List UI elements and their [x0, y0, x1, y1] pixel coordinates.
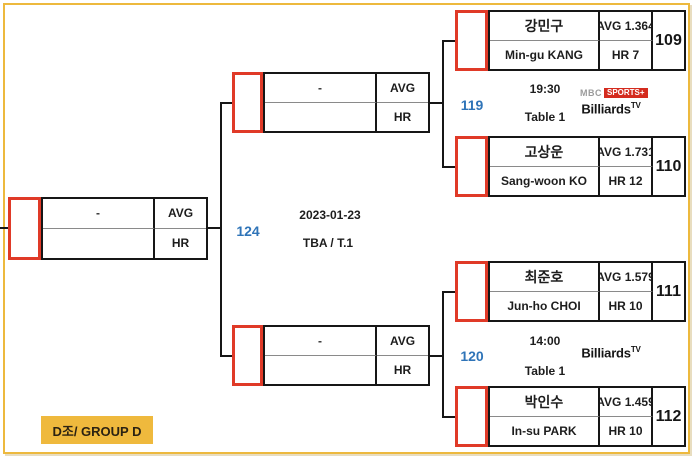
- player-avg: AVG 1.364: [600, 12, 653, 41]
- match-119-slot-bottom: [265, 102, 377, 131]
- match-119-table: Table 1: [524, 110, 566, 124]
- player-avg: AVG 1.579: [600, 263, 653, 292]
- connector-line: [221, 355, 232, 357]
- player-box-112: 박인수 AVG 1.459 In-su PARK HR 10 112: [488, 386, 686, 447]
- player-seed: 111: [656, 282, 681, 300]
- player-avg: AVG 1.459: [600, 388, 653, 417]
- billiards-tv-logo: BilliardsTV: [576, 345, 646, 360]
- player-box-110: 고상운 AVG 1.731 Sang-woon KO HR 12 110: [488, 136, 686, 197]
- player-hr: HR 10: [600, 416, 653, 445]
- match-119-slot-top: -: [265, 74, 377, 103]
- connector-line: [430, 102, 443, 104]
- player-name-ko: 박인수: [490, 388, 600, 417]
- match-119-hr-label: HR: [393, 109, 412, 124]
- final-hr-label: HR: [171, 236, 190, 251]
- player-110-slot: [455, 136, 488, 197]
- final-match-box: - AVG HR: [41, 197, 208, 260]
- player-hr: HR 12: [600, 166, 653, 195]
- connector-line: [443, 291, 456, 293]
- connector-line: [442, 291, 444, 418]
- connector-line: [220, 102, 222, 357]
- player-box-109: 강민구 AVG 1.364 Min-gu KANG HR 7 109: [488, 10, 686, 71]
- connector-line: [442, 40, 444, 168]
- billiards-tv-logo: BilliardsTV: [576, 101, 646, 116]
- final-match-number: 124: [236, 223, 260, 239]
- player-name-en: Min-gu KANG: [490, 40, 600, 69]
- mbc-logo-badge: SPORTS+: [604, 88, 648, 98]
- connector-line: [0, 227, 9, 229]
- match-120-slot-top: -: [265, 327, 377, 356]
- player-seed: 112: [655, 407, 682, 425]
- connector-line: [443, 416, 456, 418]
- player-name-en: Sang-woon KO: [490, 166, 600, 195]
- match-120-table: Table 1: [524, 364, 566, 378]
- match-120-number: 120: [460, 348, 484, 364]
- final-slot-bottom: [43, 228, 155, 258]
- player-hr: HR 10: [600, 291, 653, 320]
- connector-line: [443, 40, 456, 42]
- billiards-logo-sup: TV: [630, 345, 641, 354]
- player-seed: 110: [655, 157, 682, 175]
- match-119-time: 19:30: [529, 82, 561, 96]
- match-120-slot-bottom: [265, 355, 377, 384]
- final-slot-top: -: [43, 199, 155, 229]
- mbc-logo-text: MBC: [580, 88, 602, 98]
- match-119-box: - AVG HR: [263, 72, 430, 133]
- connector-line: [221, 102, 232, 104]
- billiards-logo-text: Billiards: [581, 345, 631, 361]
- final-winner-slot: [8, 197, 41, 260]
- player-name-ko: 강민구: [490, 12, 600, 41]
- match-120-avg-label: AVG: [377, 327, 428, 356]
- match-120-time: 14:00: [529, 334, 561, 348]
- player-name-ko: 최준호: [490, 263, 600, 292]
- match-119-avg-label: AVG: [377, 74, 428, 103]
- match-119-winner-slot: [232, 72, 263, 133]
- billiards-logo-sup: TV: [630, 101, 641, 110]
- mbc-sports-logo: MBC SPORTS+: [580, 88, 648, 98]
- final-venue: TBA / T.1: [302, 236, 354, 250]
- player-111-slot: [455, 261, 488, 322]
- player-name-en: Jun-ho CHOI: [490, 291, 600, 320]
- match-120-box: - AVG HR: [263, 325, 430, 386]
- final-avg-label: AVG: [155, 199, 206, 229]
- match-119-number: 119: [460, 97, 484, 113]
- player-box-111: 최준호 AVG 1.579 Jun-ho CHOI HR 10 111: [488, 261, 686, 322]
- group-label: D조/ GROUP D: [41, 416, 153, 444]
- player-name-en: In-su PARK: [490, 416, 600, 445]
- connector-line: [430, 355, 443, 357]
- player-name-ko: 고상운: [490, 138, 600, 167]
- player-seed: 109: [655, 31, 682, 49]
- final-date: 2023-01-23: [299, 208, 361, 222]
- billiards-logo-text: Billiards: [581, 101, 631, 117]
- player-avg: AVG 1.731: [600, 138, 653, 167]
- player-109-slot: [455, 10, 488, 71]
- connector-line: [443, 166, 456, 168]
- player-112-slot: [455, 386, 488, 447]
- match-120-hr-label: HR: [393, 362, 412, 377]
- match-120-winner-slot: [232, 325, 263, 386]
- connector-line: [208, 227, 222, 229]
- player-hr: HR 7: [600, 40, 653, 69]
